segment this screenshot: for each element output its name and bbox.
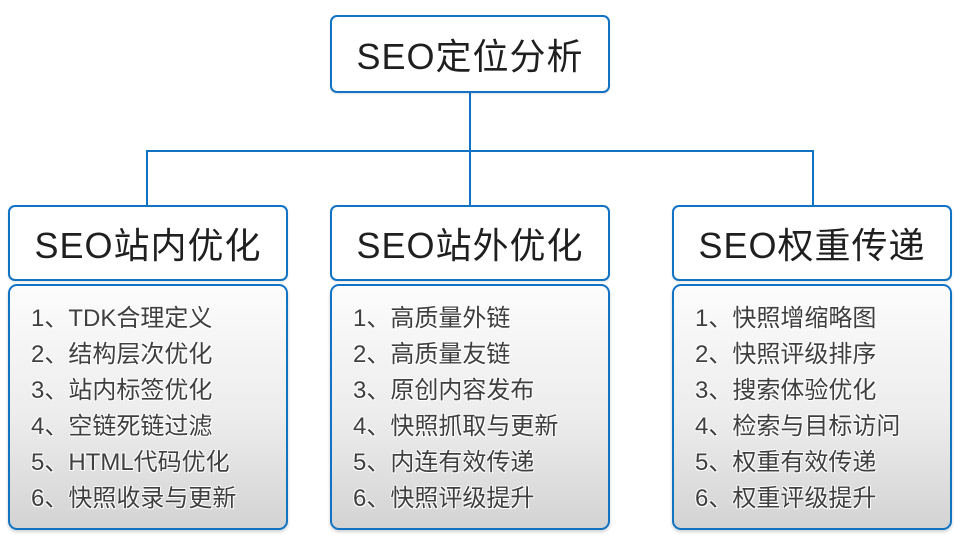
list-item: 5、HTML代码优化 xyxy=(31,449,230,476)
connector-drop-left xyxy=(146,152,148,206)
list-item: 5、内连有效传递 xyxy=(353,449,535,476)
list-item: 2、高质量友链 xyxy=(353,341,511,368)
list-item: 6、快照收录与更新 xyxy=(31,485,237,512)
branch-onsite-title: SEO站内优化 xyxy=(34,225,262,266)
list-item: 5、权重有效传递 xyxy=(695,449,877,476)
list-item: 1、高质量外链 xyxy=(353,305,511,332)
list-item: 3、搜索体验优化 xyxy=(695,377,877,404)
branch-onsite: SEO站内优化 1、TDK合理定义 2、结构层次优化 3、站内标签优化 4、空链… xyxy=(8,205,288,530)
connector-drop-right xyxy=(812,152,814,206)
list-item: 4、检索与目标访问 xyxy=(695,413,901,440)
branch-weight: SEO权重传递 1、快照增缩略图 2、快照评级排序 3、搜索体验优化 4、检索与… xyxy=(672,205,952,530)
connector-main-horizontal xyxy=(146,150,814,152)
list-item: 1、快照增缩略图 xyxy=(695,305,877,332)
connector-root-stem xyxy=(469,93,471,152)
list-item: 2、快照评级排序 xyxy=(695,341,877,368)
list-item: 1、TDK合理定义 xyxy=(31,305,213,332)
list-item: 6、权重评级提升 xyxy=(695,485,877,512)
list-item: 2、结构层次优化 xyxy=(31,341,213,368)
branch-onsite-list: 1、TDK合理定义 2、结构层次优化 3、站内标签优化 4、空链死链过滤 5、H… xyxy=(8,284,288,530)
branch-weight-list: 1、快照增缩略图 2、快照评级排序 3、搜索体验优化 4、检索与目标访问 5、权… xyxy=(672,284,952,530)
branch-offsite-list: 1、高质量外链 2、高质量友链 3、原创内容发布 4、快照抓取与更新 5、内连有… xyxy=(330,284,610,530)
list-item: 6、快照评级提升 xyxy=(353,485,535,512)
branch-offsite-header: SEO站外优化 xyxy=(330,205,610,281)
list-item: 4、快照抓取与更新 xyxy=(353,413,559,440)
branch-offsite: SEO站外优化 1、高质量外链 2、高质量友链 3、原创内容发布 4、快照抓取与… xyxy=(330,205,610,530)
connector-drop-middle xyxy=(469,152,471,206)
branch-onsite-header: SEO站内优化 xyxy=(8,205,288,281)
root-node-title: SEO定位分析 xyxy=(356,36,584,77)
branch-weight-header: SEO权重传递 xyxy=(672,205,952,281)
list-item: 3、站内标签优化 xyxy=(31,377,213,404)
branch-offsite-title: SEO站外优化 xyxy=(356,225,584,266)
list-item: 3、原创内容发布 xyxy=(353,377,535,404)
root-node: SEO定位分析 xyxy=(330,15,610,93)
list-item: 4、空链死链过滤 xyxy=(31,413,213,440)
branch-weight-title: SEO权重传递 xyxy=(698,225,926,266)
